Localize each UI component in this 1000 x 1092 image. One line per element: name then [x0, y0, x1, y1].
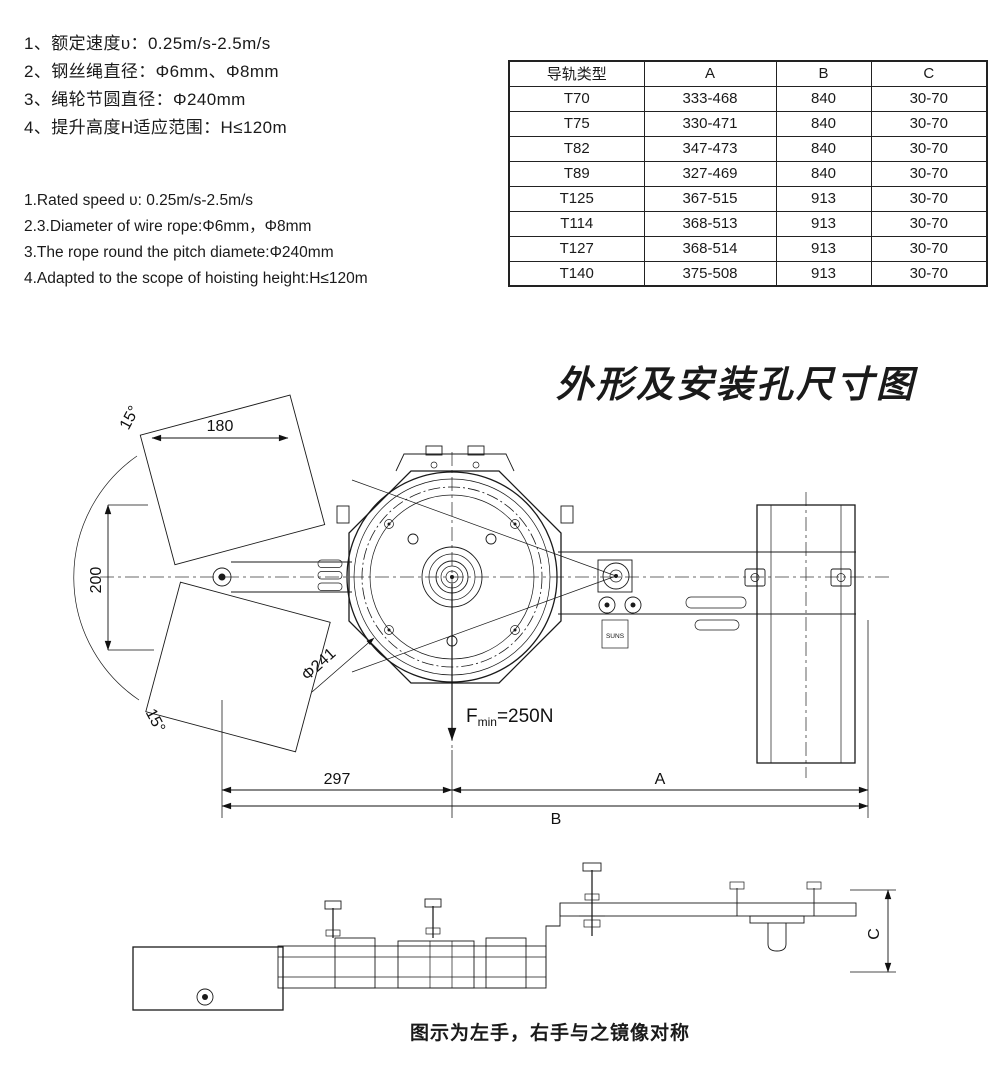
spec-cn-line: 3、绳轮节圆直径：Φ240mm — [24, 90, 246, 109]
col-header-c: C — [870, 60, 988, 87]
fmin-label: Fmin=250N — [466, 706, 553, 729]
buffer-block-right — [485, 937, 527, 989]
top-mounting-bracket — [395, 453, 515, 472]
rail-clamp-right — [830, 568, 852, 587]
dim-297-label: 297 — [324, 771, 351, 788]
dim-b-label: B — [551, 811, 562, 828]
top-bolt-left — [430, 461, 438, 469]
fmin-symbol: F — [466, 706, 478, 727]
spec-en-line: 1.Rated speed υ: 0.25m/s-2.5m/s — [24, 192, 254, 209]
spec-en-line: 2.3.Diameter of wire rope:Φ6mm，Φ8mm — [24, 218, 312, 235]
lever-arm — [231, 561, 352, 593]
spec-en-line: 3.The rope round the pitch diamete:Φ240m… — [24, 244, 334, 261]
pivot-pin — [212, 567, 232, 587]
fmin-value: =250N — [497, 706, 554, 727]
cell: T127 — [508, 235, 645, 262]
cell: 30-70 — [870, 260, 988, 287]
pivot-pin-side — [196, 988, 214, 1006]
housing-side — [397, 940, 475, 989]
side-view: C — [132, 862, 896, 1011]
cell: 368-514 — [643, 235, 777, 262]
fmin-subscript: min — [478, 715, 497, 729]
drawing-title: 外形及安装孔尺寸图 — [556, 365, 916, 406]
spec-cn-line: 1、额定速度υ：0.25m/s-2.5m/s — [24, 34, 271, 53]
dim-c-label: C — [866, 928, 883, 940]
arm-slot-short — [694, 619, 740, 631]
cell: 30-70 — [870, 85, 988, 112]
cell: 913 — [775, 185, 872, 212]
cell: T140 — [508, 260, 645, 287]
cell: 30-70 — [870, 160, 988, 187]
cell: 30-70 — [870, 110, 988, 137]
angle-top-label: 15° — [117, 403, 143, 432]
side-clip-left — [336, 505, 350, 524]
dim-200-extension-lines — [108, 504, 154, 651]
bolt-middle — [424, 898, 442, 938]
buffer-block-left — [334, 937, 376, 989]
specs-chinese: 1、额定速度υ：0.25m/s-2.5m/s 2、钢丝绳直径：Φ6mm、Φ8mm… — [24, 30, 287, 142]
spec-cn-line: 4、提升高度H适应范围：H≤120m — [24, 118, 288, 137]
rail-flange-side — [749, 915, 805, 924]
switch-tag — [601, 619, 629, 649]
cell: 840 — [775, 135, 872, 162]
bolt-left — [324, 900, 342, 938]
top-bolt-tab-left — [425, 445, 443, 456]
cell: T70 — [508, 85, 645, 112]
mirror-note: 图示为左手，右手与之镜像对称 — [409, 1023, 690, 1044]
guide-rail — [744, 504, 856, 764]
swing-arc — [73, 455, 140, 701]
tension-weight-lower-position — [145, 581, 331, 753]
cell: 913 — [775, 210, 872, 237]
mounting-arm — [558, 551, 856, 615]
front-view: 180 200 15° 15° — [73, 394, 892, 828]
cell: 913 — [775, 235, 872, 262]
rail-clamp-bolts-side — [729, 881, 822, 916]
cell: 30-70 — [870, 235, 988, 262]
specs-english: 1.Rated speed υ: 0.25m/s-2.5m/s 2.3.Diam… — [24, 188, 368, 292]
anchor-bolt — [579, 862, 605, 936]
switch-tag-label: SUNS — [606, 633, 625, 640]
phi241-label: Φ241 — [299, 645, 340, 684]
top-mounting-plate-side — [559, 902, 857, 917]
cell: 333-468 — [643, 85, 777, 112]
rail-blade-side — [767, 923, 787, 952]
spec-en-line: 4.Adapted to the scope of hoisting heigh… — [24, 270, 368, 287]
top-bolt-tab-right — [467, 445, 485, 456]
cell: 327-469 — [643, 160, 777, 187]
dim-200-label: 200 — [88, 567, 105, 594]
dim-a-label: A — [655, 771, 666, 788]
arm-slot-long — [685, 596, 747, 609]
side-clip-right — [560, 505, 574, 524]
cell: T75 — [508, 110, 645, 137]
tension-weight-upper-position — [139, 394, 326, 566]
guard-plate-octagon — [348, 470, 562, 684]
col-header-rail-type: 导轨类型 — [508, 60, 645, 87]
cell: 347-473 — [643, 135, 777, 162]
bent-bracket — [545, 903, 561, 986]
top-bolt-right — [472, 461, 480, 469]
base-plate-side — [277, 945, 547, 989]
phi241-leader — [311, 637, 375, 693]
rail-clamp-left — [744, 568, 766, 587]
cell: 375-508 — [643, 260, 777, 287]
cell: 330-471 — [643, 110, 777, 137]
cell: T89 — [508, 160, 645, 187]
lever-arm-slots — [317, 559, 343, 591]
swing-reference-lines — [351, 479, 617, 673]
weight-block-side — [132, 946, 284, 1011]
dim-180-label: 180 — [207, 418, 234, 435]
switch-assembly: SUNS — [597, 559, 642, 649]
cell: 913 — [775, 260, 872, 287]
spec-cn-line: 2、钢丝绳直径：Φ6mm、Φ8mm — [24, 62, 279, 81]
pivot-center-dot — [218, 573, 226, 581]
